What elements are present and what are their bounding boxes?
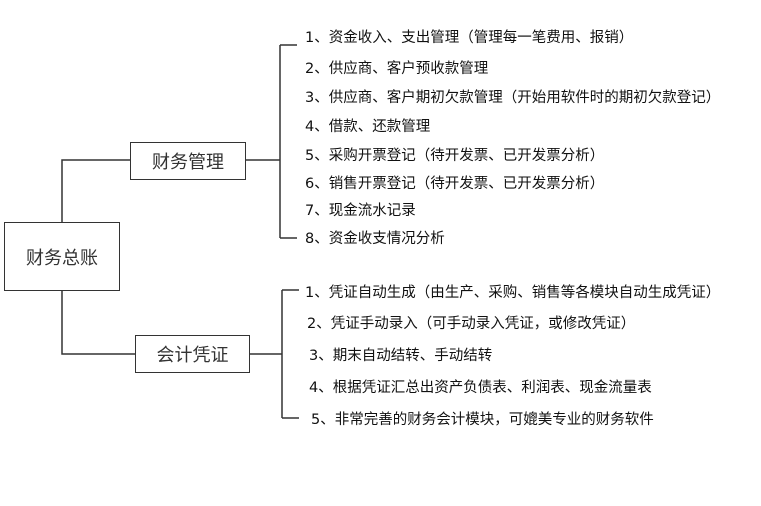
accounting-item-3: 3、期末自动结转、手动结转	[309, 348, 493, 364]
branch-node-accounting: 会计凭证	[135, 335, 250, 373]
finance-item-6: 6、销售开票登记（待开发票、已开发票分析）	[305, 176, 605, 192]
accounting-item-2: 2、凭证手动录入（可手动录入凭证，或修改凭证）	[307, 316, 636, 332]
bracket-accounting	[250, 289, 299, 419]
finance-item-5: 5、采购开票登记（待开发票、已开发票分析）	[305, 148, 605, 164]
finance-item-2: 2、供应商、客户预收款管理	[305, 61, 489, 77]
branch-node-finance: 财务管理	[130, 142, 246, 180]
root-label: 财务总账	[26, 247, 98, 269]
accounting-item-5: 5、非常完善的财务会计模块，可媲美专业的财务软件	[311, 412, 654, 428]
finance-item-8: 8、资金收支情况分析	[305, 231, 445, 247]
finance-item-3: 3、供应商、客户期初欠款管理（开始用软件时的期初欠款登记）	[305, 90, 721, 106]
bracket-finance	[246, 44, 297, 239]
finance-item-4: 4、借款、还款管理	[305, 119, 431, 135]
accounting-item-1: 1、凭证自动生成（由生产、采购、销售等各模块自动生成凭证）	[305, 285, 721, 301]
branch-label-accounting: 会计凭证	[156, 345, 229, 366]
branch-label-finance: 财务管理	[152, 152, 224, 173]
root-node: 财务总账	[4, 222, 120, 291]
finance-item-7: 7、现金流水记录	[305, 203, 416, 219]
accounting-item-4: 4、根据凭证汇总出资产负债表、利润表、现金流量表	[309, 380, 652, 396]
root-connector	[61, 159, 135, 355]
finance-item-1: 1、资金收入、支出管理（管理每一笔费用、报销）	[305, 30, 634, 46]
